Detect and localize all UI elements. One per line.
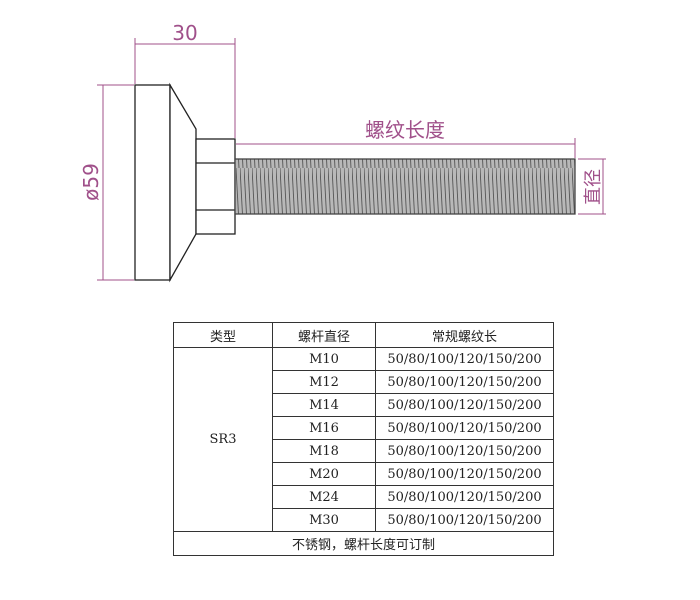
diameter-cell: M12 [272,370,376,394]
neck [195,138,236,235]
diameter-cell: M30 [272,508,376,532]
lengths-cell: 50/80/100/120/150/200 [375,508,554,532]
lengths-cell: 50/80/100/120/150/200 [375,393,554,417]
header-diameter: 螺杆直径 [272,322,376,348]
base-cone [169,82,197,283]
header-lengths: 常规螺纹长 [375,322,554,348]
lengths-cell: 50/80/100/120/150/200 [375,416,554,440]
width-dimension: 30 [172,21,197,45]
diameter-cell: M16 [272,416,376,440]
footer-note: 不锈钢，螺杆长度可订制 [173,531,554,556]
table-header: 类型 螺杆直径 常规螺纹长 [173,322,554,348]
lengths-cell: 50/80/100/120/150/200 [375,485,554,509]
lengths-cell: 50/80/100/120/150/200 [375,347,554,371]
table-footer: 不锈钢，螺杆长度可订制 [173,531,554,556]
bolt-drawing: 30 ø59 螺纹长度 直径 [79,21,606,283]
diameter-dimension: ø59 [79,163,103,201]
diameter-cell: M20 [272,462,376,486]
type-cell: SR3 [173,347,273,532]
lengths-cell: 50/80/100/120/150/200 [375,439,554,463]
lengths-cell: 50/80/100/120/150/200 [375,462,554,486]
diameter-cell: M18 [272,439,376,463]
diameter-cell: M10 [272,347,376,371]
thread-length-label: 螺纹长度 [365,118,445,142]
diameter-cell: M14 [272,393,376,417]
header-type: 类型 [173,322,273,348]
base-disc [134,84,171,281]
diameter-cell: M24 [272,485,376,509]
lengths-cell: 50/80/100/120/150/200 [375,370,554,394]
diameter-label: 直径 [583,169,604,205]
threaded-rod [234,158,576,215]
